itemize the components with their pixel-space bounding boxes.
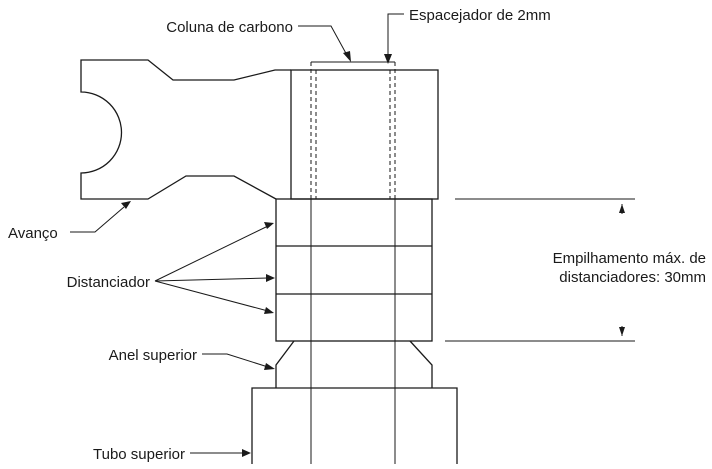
spacer-stack (275, 198, 433, 342)
leader-distanciador-2-arrow (266, 274, 275, 282)
leaders (70, 13, 404, 457)
leader-anel (202, 353, 269, 368)
stem (80, 59, 439, 200)
leader-avanco-arrow (121, 201, 131, 209)
label-avanco: Avanço (8, 225, 58, 242)
label-tubo-superior: Tubo superior (93, 446, 185, 463)
leader-espacejador-arrow (384, 54, 392, 64)
leader-distanciador-1-arrow (264, 222, 274, 229)
leader-coluna (298, 25, 349, 58)
leader-espacejador (387, 13, 404, 56)
top-ring (275, 340, 433, 389)
labels: Coluna de carbono Espacejador de 2mm Ava… (8, 7, 706, 463)
dimension-arrow-bottom (619, 327, 625, 336)
carbon-steerer (310, 61, 396, 464)
stem-clamp (290, 69, 439, 200)
label-coluna-carbono: Coluna de carbono (166, 19, 293, 36)
leader-coluna-arrow (343, 51, 351, 62)
leader-distanciador-3 (154, 280, 269, 312)
head-tube (251, 387, 458, 464)
leader-distanciador-3-arrow (264, 307, 274, 314)
leader-anel-arrow (264, 363, 275, 370)
leader-avanco (70, 206, 125, 233)
label-empilhamento-line2: distanciadores: 30mm (559, 269, 706, 286)
stem-extension (80, 59, 291, 200)
dimension-max-stack (445, 198, 635, 342)
leader-distanciador-1 (154, 225, 269, 282)
label-anel-superior: Anel superior (109, 347, 197, 364)
label-espacejador: Espacejador de 2mm (409, 7, 551, 24)
leader-tubo-arrow (242, 449, 251, 457)
spacer-stack-outline (275, 198, 433, 342)
leader-distanciador-2 (154, 277, 269, 282)
dimension-arrow-top (619, 204, 625, 213)
label-distanciador: Distanciador (67, 274, 150, 291)
label-empilhamento-line1: Empilhamento máx. de (553, 250, 706, 267)
